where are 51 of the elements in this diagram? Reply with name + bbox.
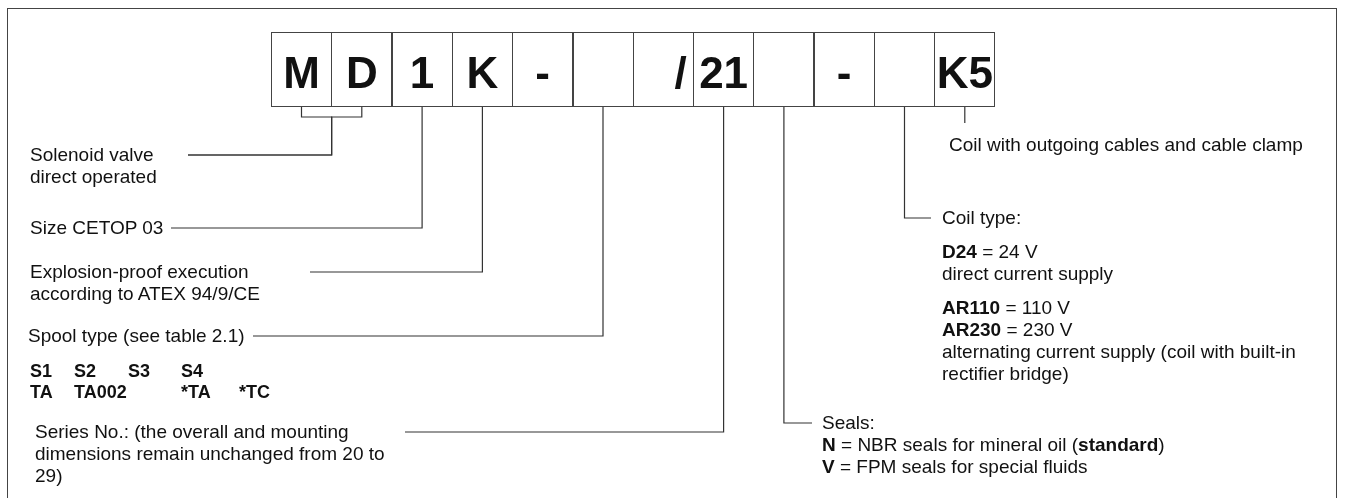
note-text: AR230 = 230 V bbox=[942, 319, 1074, 341]
code-letter: D bbox=[345, 50, 378, 95]
leader-line bbox=[309, 106, 483, 273]
leader-line bbox=[170, 106, 423, 229]
code-letter: 1 bbox=[409, 50, 435, 95]
note-text: AR110 = 110 V bbox=[942, 297, 1071, 319]
spool-code: S1 bbox=[30, 361, 53, 382]
empty-code-cell bbox=[572, 32, 634, 107]
spool-code: *TC bbox=[239, 382, 270, 403]
leader-line bbox=[252, 106, 604, 337]
code-cell bbox=[512, 32, 574, 107]
note-text: Coil with outgoing cables and cable clamp bbox=[949, 134, 1303, 156]
code-cell bbox=[693, 32, 755, 107]
note-heading: Seals: bbox=[822, 412, 876, 434]
spool-code: *TA bbox=[181, 382, 211, 403]
note-heading: Coil type: bbox=[942, 207, 1023, 229]
leader-line bbox=[903, 106, 932, 219]
note-text: Spool type (see table 2.1) bbox=[28, 325, 245, 347]
note-text: N = NBR seals for mineral oil (standard) bbox=[822, 434, 1166, 456]
note-text: Size CETOP 03 bbox=[30, 217, 164, 239]
note-text: Explosion-proof execution according to ATEX 94/9/CE bbox=[30, 261, 261, 305]
spool-code: TA bbox=[30, 382, 53, 403]
note-text: V = FPM seals for special fluids bbox=[822, 456, 1089, 478]
leader-line bbox=[783, 106, 813, 424]
code-letter: 21 bbox=[699, 50, 749, 95]
code-cell bbox=[813, 32, 875, 107]
spool-code: S2 bbox=[74, 361, 97, 382]
code-cell bbox=[934, 32, 996, 107]
code-letter: / bbox=[674, 50, 687, 95]
note-text: D24 = 24 V bbox=[942, 241, 1039, 263]
code-letter: K bbox=[466, 50, 499, 95]
code-cell bbox=[451, 32, 513, 107]
code-letter: - bbox=[836, 50, 852, 95]
empty-code-cell bbox=[753, 32, 815, 107]
note-text: Series No.: (the overall and mounting dimensions remain unchanged from 20 to 29) bbox=[35, 421, 386, 487]
code-cell bbox=[391, 32, 453, 107]
spool-code: S3 bbox=[128, 361, 151, 382]
note-text: alternating current supply (coil with built-in rectifier bridge) bbox=[942, 341, 1297, 385]
empty-code-cell bbox=[874, 32, 935, 107]
leader-line bbox=[404, 106, 725, 433]
code-cell bbox=[331, 32, 393, 107]
note-text: direct current supply bbox=[942, 263, 1115, 285]
code-letter: K5 bbox=[936, 50, 993, 95]
spool-code: S4 bbox=[181, 361, 204, 382]
code-cell bbox=[632, 32, 694, 107]
note-text: Solenoid valve direct operated bbox=[30, 144, 158, 188]
spool-code: TA002 bbox=[74, 382, 127, 403]
code-letter: - bbox=[535, 50, 550, 95]
code-letter: M bbox=[283, 50, 320, 95]
leader-line bbox=[187, 106, 363, 156]
code-cell bbox=[271, 32, 332, 107]
